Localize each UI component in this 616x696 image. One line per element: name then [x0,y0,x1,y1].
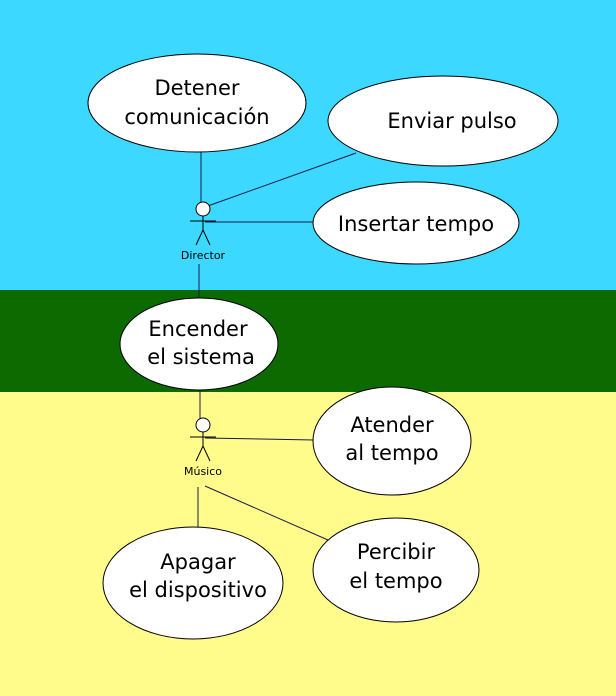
bottom-swimlane [0,392,616,696]
usecase-encender-line-2: el sistema [147,345,255,369]
usecase-apagar-line-2: el dispositivo [129,578,267,602]
assoc-musico-percibir [204,485,329,541]
assoc-director-enviar [204,152,357,208]
usecase-insertar-line-1: Insertar tempo [338,212,494,236]
usecase-enviar-pulso: Enviar pulso [327,75,559,167]
actor-director: Director [181,201,226,262]
usecase-encender-sistema: Encender el sistema [119,297,279,391]
usecase-apagar-line-1: Apagar [160,550,236,574]
actor-director-label: Director [181,249,226,262]
usecase-enviar-line-1: Enviar pulso [387,109,516,133]
usecase-insertar-tempo: Insertar tempo [312,181,520,265]
usecase-encender-line-1: Encender [148,317,248,341]
usecase-detener-comunicacion: Detener comunicación [87,53,307,153]
usecase-percibir-tempo: Percibir el tempo [312,517,480,623]
usecase-percibir-line-2: el tempo [349,569,442,593]
usecase-atender-tempo: Atender al tempo [312,386,472,496]
usecase-atender-line-2: al tempo [345,441,438,465]
actor-musico-label: Músico [184,465,222,478]
usecase-detener-line-2: comunicación [124,105,269,129]
usecase-atender-line-1: Atender [350,413,434,437]
actor-director-head [195,201,211,217]
middle-swimlane [0,290,616,392]
assoc-musico-atender [204,437,315,441]
actor-musico: Músico [184,417,222,478]
usecase-apagar-dispositivo: Apagar el dispositivo [102,526,284,640]
usecase-detener-line-1: Detener [154,76,239,100]
usecase-percibir-line-1: Percibir [357,540,436,564]
actor-musico-head [195,417,211,433]
